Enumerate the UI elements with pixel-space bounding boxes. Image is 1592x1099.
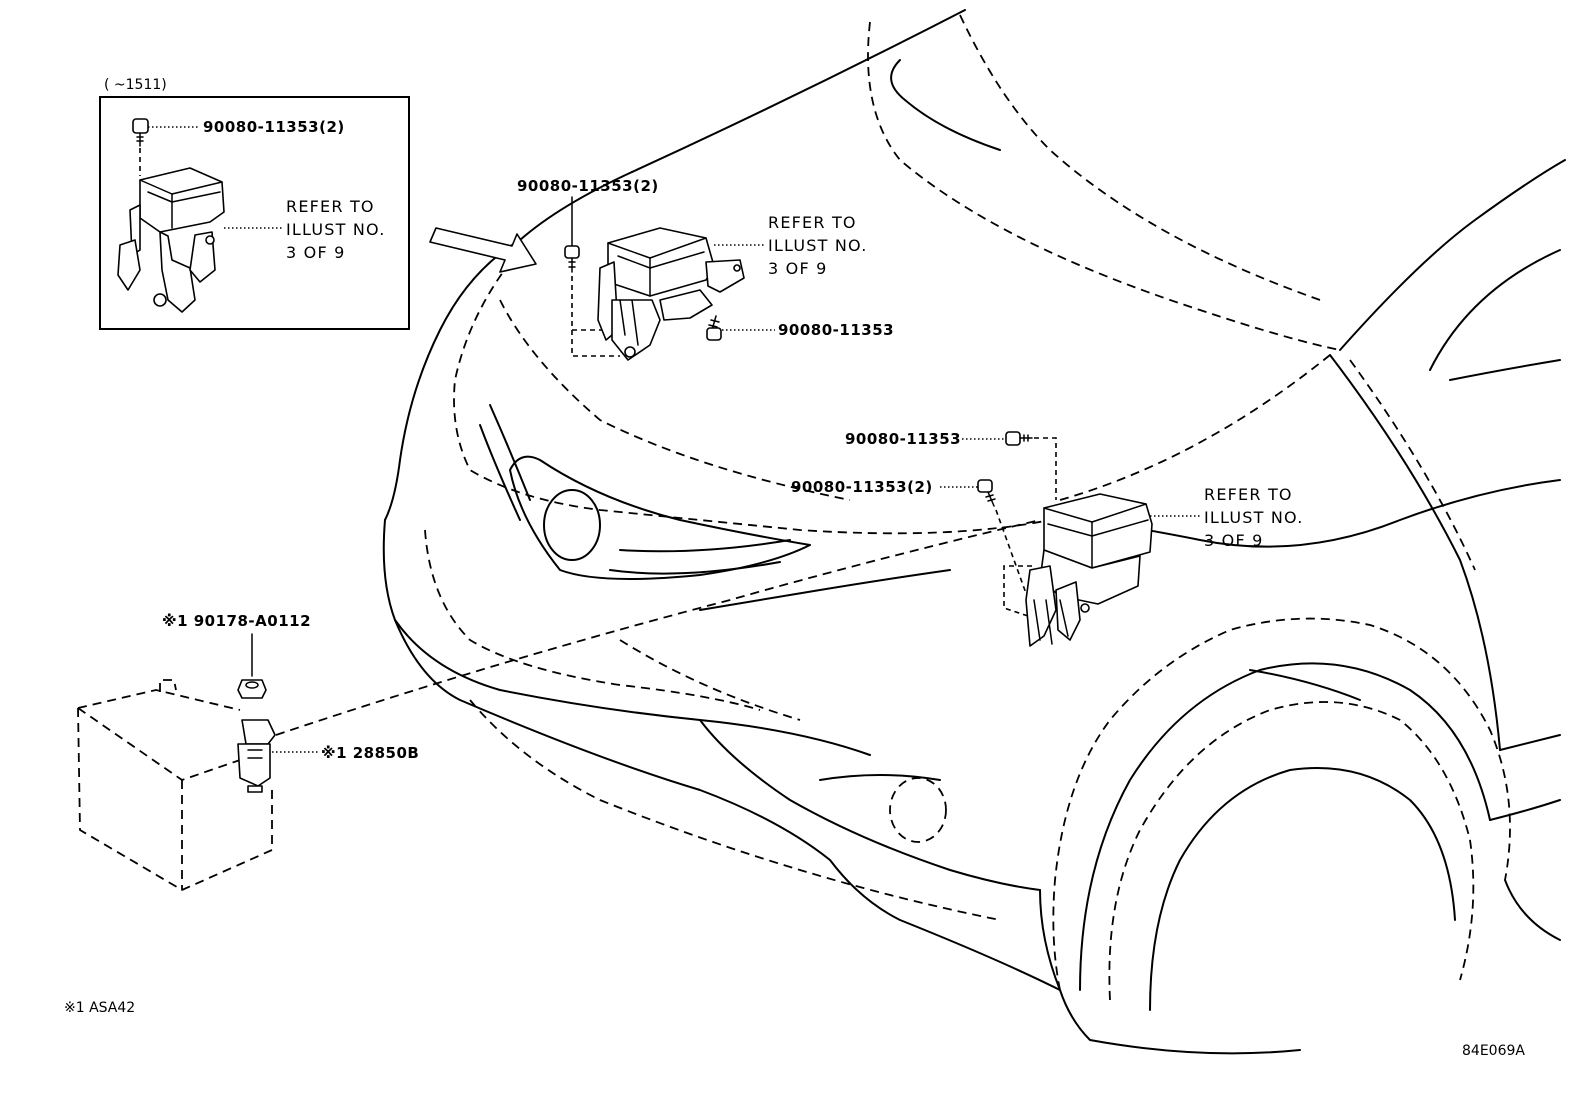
right-refer-line-1: REFER TO: [1204, 485, 1293, 504]
right-bolt-upper-part-number: 90080-11353: [845, 430, 961, 448]
drawing-code: 84E069A: [1462, 1043, 1525, 1059]
inset-bolt-part-number: 90080-11353(2): [203, 118, 345, 136]
bolt-icon: [977, 479, 996, 507]
bolt-icon: [706, 315, 722, 341]
right-relay-box-group: 90080-11353 90080-11353(2): [791, 430, 1303, 647]
inset-panel: ( ~1511) 90080-11353(2) REFER TO ILLUST …: [99, 77, 410, 330]
top-bolt-upper-part-number: 90080-11353(2): [517, 177, 659, 195]
inset-caption: ( ~1511): [104, 77, 167, 93]
top-relay-box-group: 90080-11353(2) REFER TO ILLUST NO. 3 OF …: [517, 177, 894, 361]
relay-box-icon: [597, 227, 745, 361]
top-refer-line-1: REFER TO: [768, 213, 857, 232]
vehicle-outline: [382, 9, 1566, 1055]
battery-sensor-icon: [237, 719, 276, 793]
battery-sensor-part-number: ※1 28850B: [321, 744, 419, 762]
battery-group: ※1 90178-A0112 ※1 28850B: [77, 519, 1041, 892]
right-refer-line-2: ILLUST NO.: [1204, 508, 1303, 527]
relay-box-icon: [117, 167, 225, 313]
bolt-icon: [1005, 431, 1033, 446]
inset-refer-line-2: ILLUST NO.: [286, 220, 385, 239]
right-refer-line-3: 3 OF 9: [1204, 531, 1264, 550]
inset-refer-line-1: REFER TO: [286, 197, 375, 216]
top-refer-line-2: ILLUST NO.: [768, 236, 867, 255]
bolt-icon: [564, 245, 580, 273]
battery-icon: [77, 679, 273, 892]
pointer-arrow-icon: [429, 227, 537, 273]
battery-nut-part-number: ※1 90178-A0112: [162, 612, 311, 630]
relay-box-icon: [1025, 493, 1153, 647]
top-bolt-lower-part-number: 90080-11353: [778, 321, 894, 339]
footnote: ※1 ASA42: [64, 1000, 135, 1016]
bolt-icon: [132, 118, 149, 147]
inset-refer-line-3: 3 OF 9: [286, 243, 346, 262]
top-refer-line-3: 3 OF 9: [768, 259, 828, 278]
nut-icon: [237, 679, 267, 699]
right-bolt-lower-part-number: 90080-11353(2): [791, 478, 933, 496]
